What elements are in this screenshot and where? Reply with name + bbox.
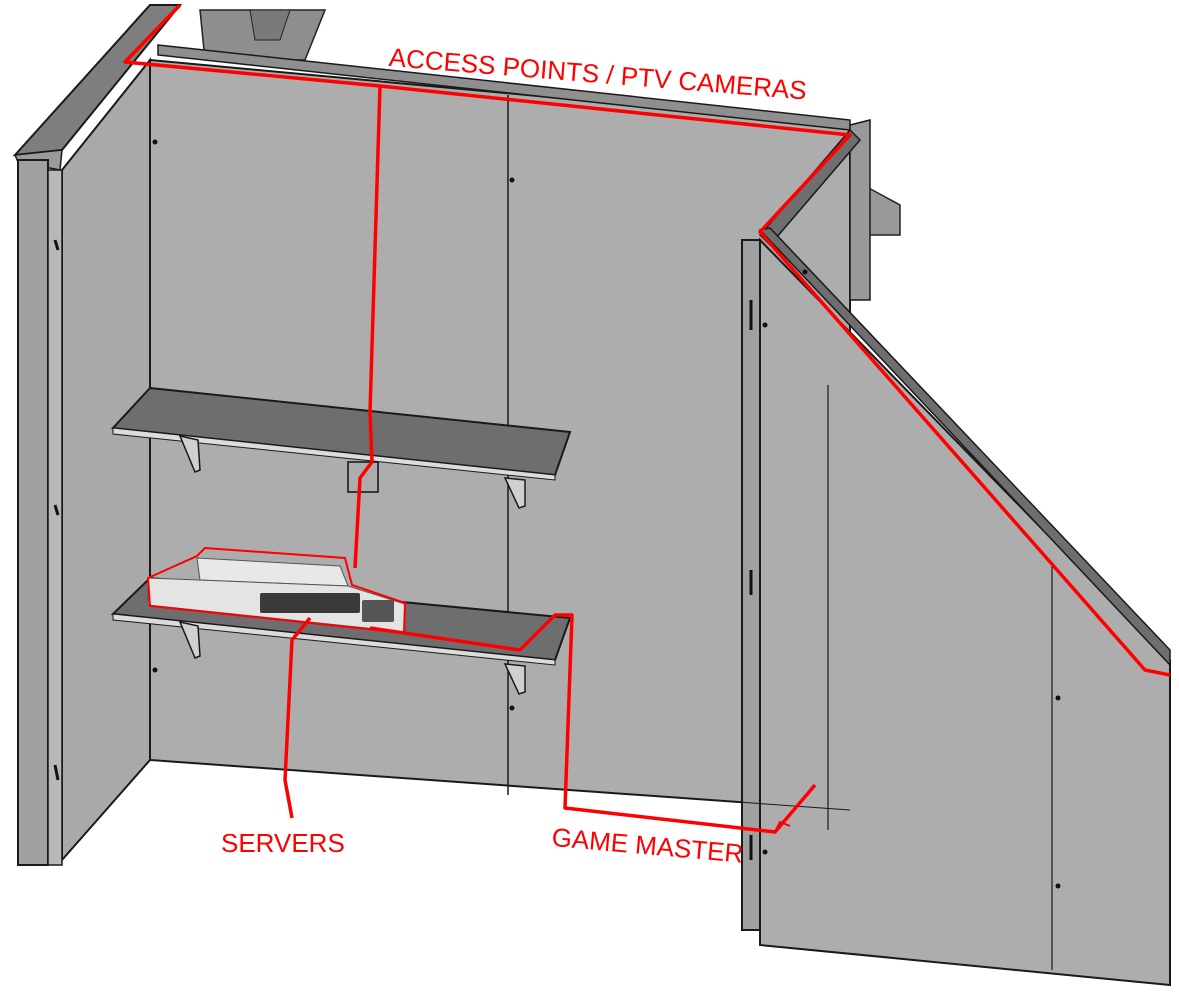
right-wall xyxy=(741,119,1171,987)
cable-vertical-drop xyxy=(353,85,382,569)
cable-access-points xyxy=(123,3,1171,677)
floor-line xyxy=(149,759,851,811)
cable-servers xyxy=(283,616,312,819)
network-devices xyxy=(146,546,407,635)
upper-shelf xyxy=(110,386,572,509)
left-wall xyxy=(12,4,183,866)
cable-routes xyxy=(123,3,1171,834)
device-highlight-outline xyxy=(146,546,407,635)
label-servers: SERVERS xyxy=(221,828,345,858)
